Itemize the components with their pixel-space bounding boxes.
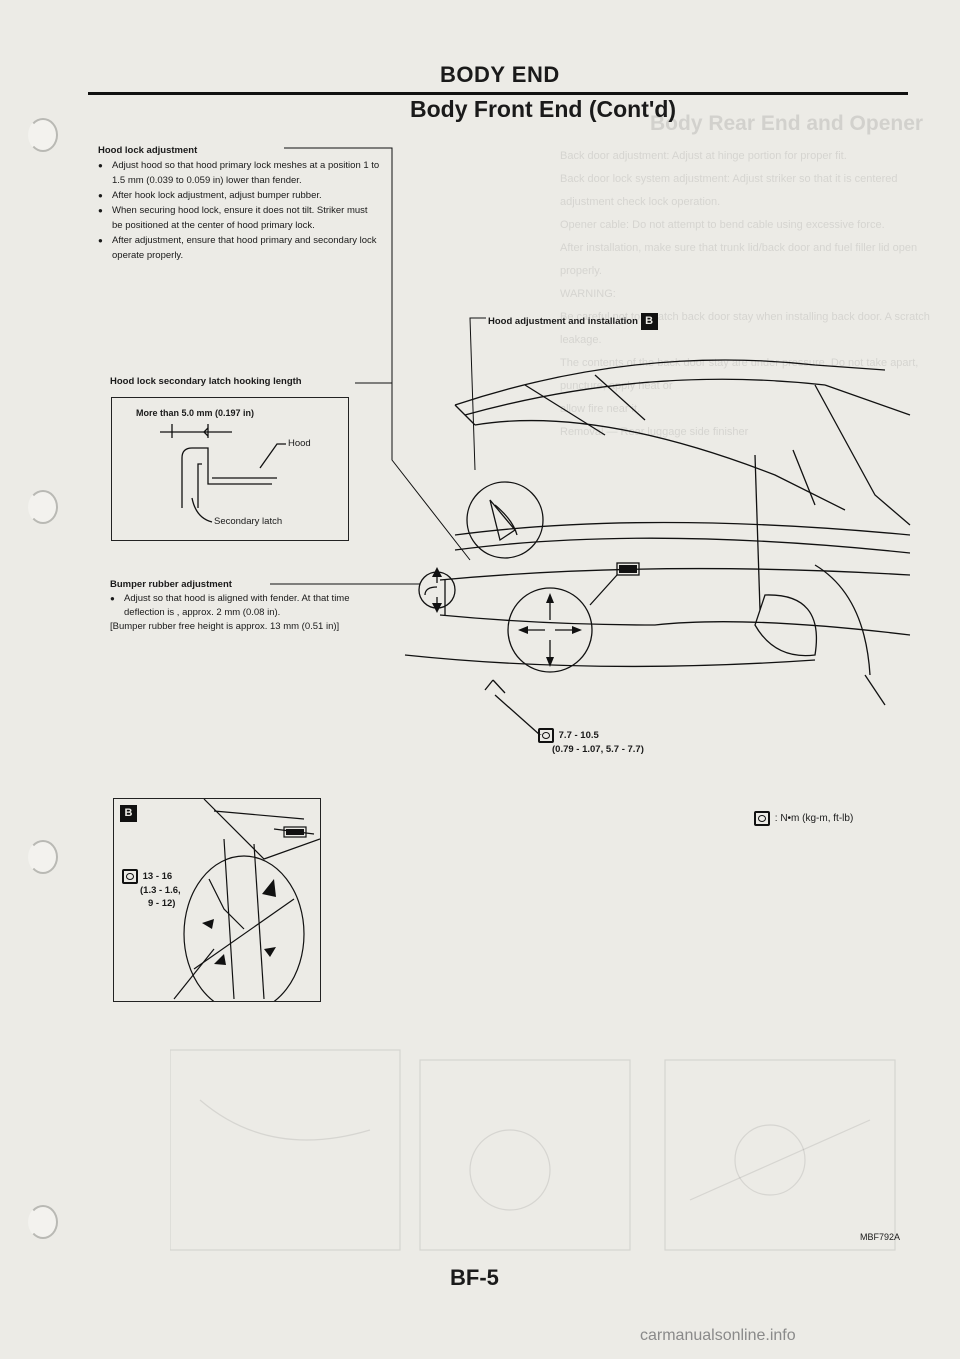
bumper-heading: Bumper rubber adjustment [110, 579, 232, 590]
hood-installation-label: Hood adjustment and installation B [488, 313, 658, 330]
main-torque-callout: 7.7 - 10.5 (0.79 - 1.07, 5.7 - 7.7) [538, 728, 644, 756]
ghost-figure [170, 1049, 896, 1251]
torque-wrench-icon [754, 811, 770, 826]
page-subtitle: Body Front End (Cont'd) [410, 96, 677, 122]
car-front-illustration [404, 359, 911, 735]
binder-hole [28, 490, 58, 524]
inset-badge: B [120, 805, 137, 822]
page-number: BF-5 [450, 1265, 499, 1290]
latch-heading: Hood lock secondary latch hooking length [110, 376, 302, 387]
hood-lock-heading: Hood lock adjustment [98, 145, 198, 156]
torque-legend: : N•m (kg-m, ft-lb) [754, 811, 853, 826]
latch-diagram [160, 424, 286, 523]
ghost-title: Body Rear End and Opener [650, 112, 924, 135]
secondary-latch-label: Secondary latch [214, 516, 283, 527]
figure-ref-code: MBF792A [860, 1232, 901, 1242]
bumper-bullet: Adjust so that hood is aligned with fend… [110, 592, 370, 620]
figure-badge: B [640, 313, 658, 330]
latch-diagram-box: More than 5.0 mm (0.197 in) Hood Seconda… [111, 397, 349, 541]
torque-wrench-icon [538, 728, 554, 743]
hood-label: Hood [288, 438, 311, 449]
bumper-notes: Bumper rubber adjustment Adjust so that … [110, 578, 370, 634]
hinge-illustration [173, 799, 320, 1001]
inset-b-box: B [113, 798, 321, 1002]
hood-lock-bullet: When securing hood lock, ensure it does … [98, 203, 380, 233]
binder-hole [28, 840, 58, 874]
inset-torque-callout: 13 - 16 (1.3 - 1.6, 9 - 12) [122, 869, 181, 910]
binder-hole [28, 118, 58, 152]
torque-wrench-icon [122, 869, 138, 884]
watermark: carmanualsonline.info [640, 1327, 796, 1344]
hood-lock-bullet: After hook lock adjustment, adjust bumpe… [98, 188, 380, 203]
hood-lock-bullet: After adjustment, ensure that hood prima… [98, 233, 380, 263]
latch-length-title: More than 5.0 mm (0.197 in) [136, 408, 255, 418]
header-rule [88, 92, 908, 95]
hood-lock-bullet: Adjust hood so that hood primary lock me… [98, 158, 380, 188]
hood-lock-notes: Hood lock adjustment Adjust hood so that… [98, 143, 380, 263]
section-title: BODY END [440, 62, 560, 87]
bumper-note: [Bumper rubber free height is approx. 13… [110, 621, 340, 632]
binder-hole [28, 1205, 58, 1239]
